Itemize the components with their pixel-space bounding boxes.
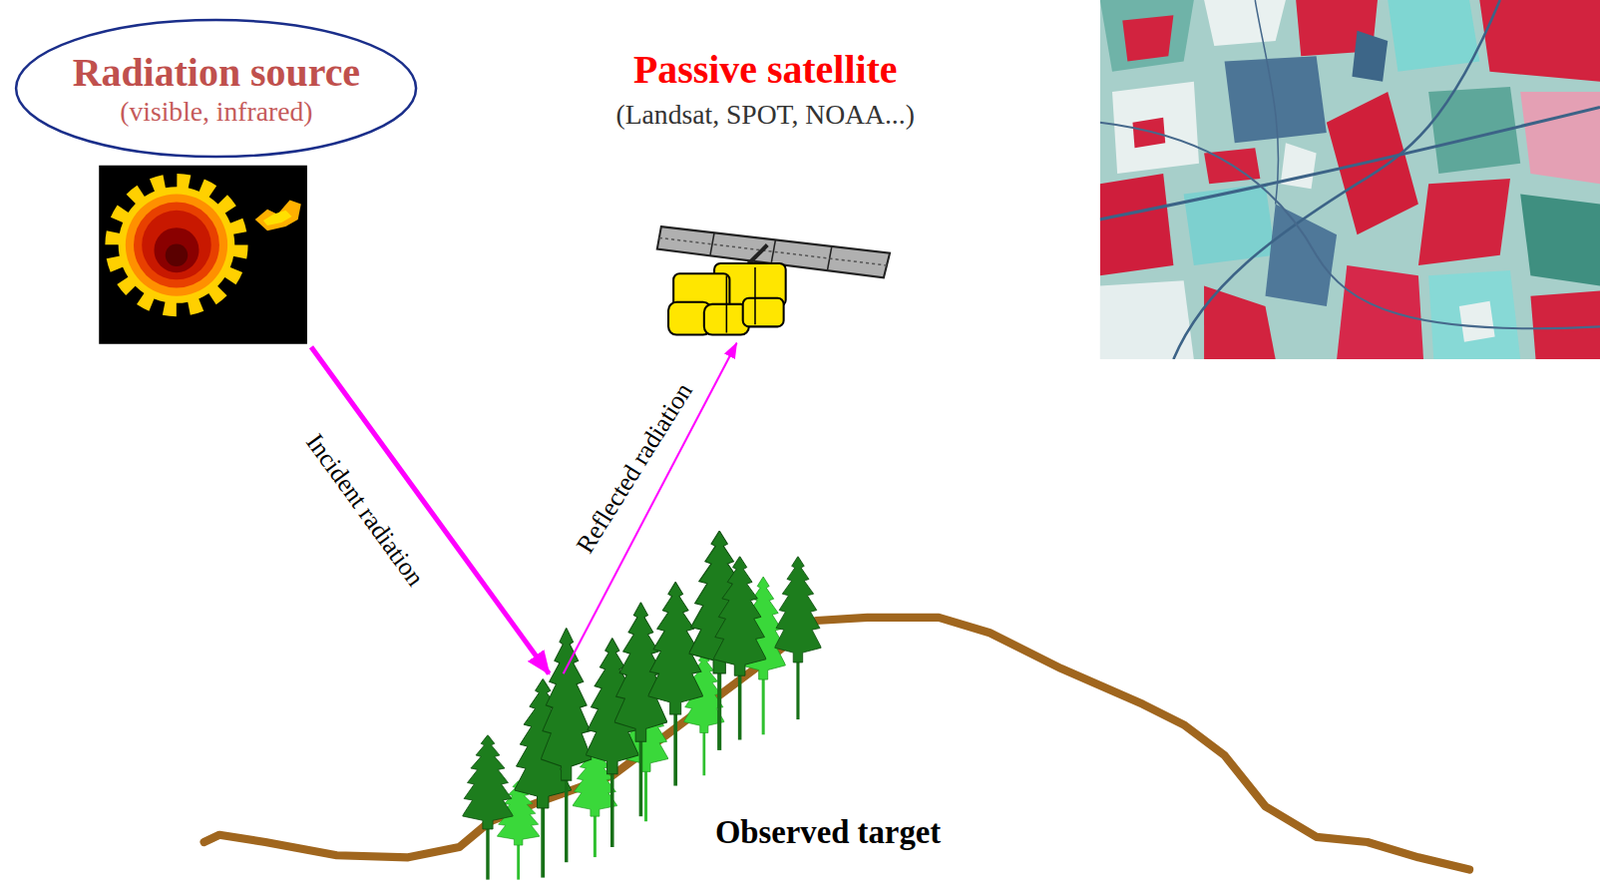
aerial-image-part <box>1100 122 1600 330</box>
aerial-image-part <box>1112 81 1200 174</box>
sun-image-part <box>263 210 293 226</box>
aerial-image-part <box>1173 0 1500 360</box>
trees-part <box>713 556 767 741</box>
satellite-icon <box>657 226 890 335</box>
aerial-image-part <box>1326 91 1419 235</box>
ellipse-shape: Radiation source(visible, infrared) <box>11 17 420 159</box>
sun-image-part <box>141 210 212 281</box>
source-node: Radiation source(visible, infrared) <box>11 17 420 347</box>
satellite-icon-part <box>659 237 887 266</box>
sun-image-part <box>118 186 236 304</box>
aerial-image-part <box>1418 178 1511 266</box>
aerial-image-part <box>1336 265 1424 360</box>
target-node: Observed target <box>530 673 949 887</box>
sun-image-part <box>98 165 308 345</box>
sun-image-part <box>125 193 228 296</box>
satellite-icon-part <box>743 298 785 328</box>
trees-part <box>461 735 513 880</box>
satellite-icon-part <box>754 267 757 325</box>
aerial-image-part <box>1459 301 1496 343</box>
radiation-arrow <box>563 343 738 674</box>
ellipse-outline-path <box>15 20 416 158</box>
sun-image <box>98 165 308 345</box>
aerial-image-part <box>1100 106 1600 220</box>
aerial-image-part <box>1254 0 1278 205</box>
aerial-image-part <box>1351 30 1388 82</box>
node-label: Observed target <box>715 813 941 852</box>
aerial-image-part <box>1387 0 1480 72</box>
edge-label: Incident radiation <box>298 425 432 595</box>
sun-image-part <box>133 202 220 289</box>
aerial-image-part <box>1224 55 1327 143</box>
node-subtitle: (Landsat, SPOT, NOAA...) <box>616 98 915 131</box>
aerial-image-part <box>1479 0 1600 82</box>
trees-part <box>614 602 668 817</box>
aerial-image-part <box>1203 285 1276 360</box>
satellite-node: Passive satellite (Landsat, SPOT, NOAA...… <box>550 40 980 344</box>
aerial-image-part <box>1132 117 1166 149</box>
aerial-image-part <box>1100 0 1600 360</box>
node-title: Passive satellite <box>633 46 898 93</box>
aerial-image-part <box>1122 14 1174 61</box>
ground-line-part <box>204 617 1470 870</box>
aerial-image <box>1100 0 1600 360</box>
edge-label: Reflected radiation <box>568 374 701 560</box>
node-title: Radiation source <box>72 49 361 96</box>
sun-image-part <box>165 244 189 268</box>
aerial-image-part <box>1100 173 1175 276</box>
node-subtitle: (visible, infrared) <box>119 95 313 128</box>
trees-part <box>648 581 704 787</box>
aerial-image-part <box>1100 0 1195 72</box>
sun-image-part <box>113 181 241 309</box>
aerial-image-part <box>1530 291 1600 361</box>
aerial-image-part <box>1203 0 1286 46</box>
aerial-image-part <box>1428 270 1521 360</box>
ground-line <box>204 617 1470 870</box>
trees-part <box>774 556 821 721</box>
sun-image-part <box>153 227 199 273</box>
aerial-image-part <box>1184 183 1276 266</box>
aerial-image-part <box>1520 91 1600 184</box>
trees-part <box>540 627 592 862</box>
satellite-icon-part <box>726 275 729 333</box>
radiation-arrow <box>311 347 549 674</box>
aerial-image-part <box>1520 193 1600 286</box>
sun-image-part <box>255 200 302 232</box>
